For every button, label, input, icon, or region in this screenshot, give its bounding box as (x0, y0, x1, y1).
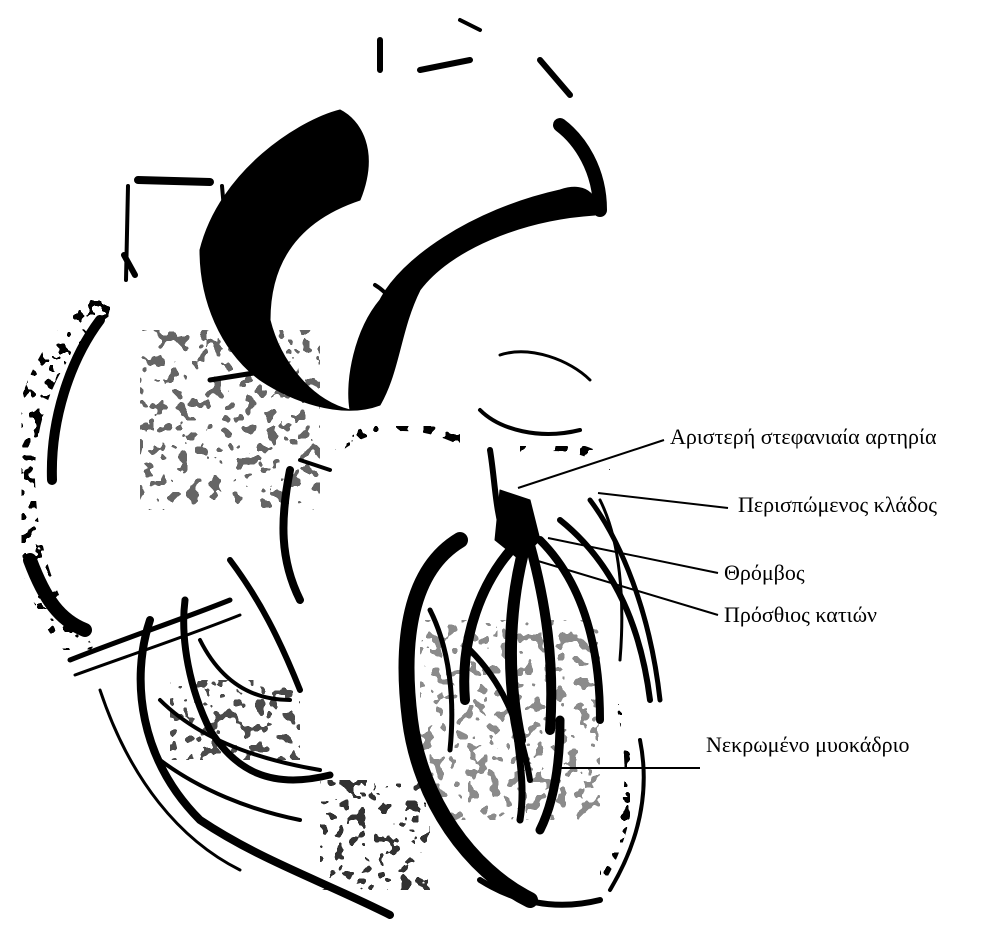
right-atrium (22, 300, 330, 650)
heart-illustration (22, 20, 660, 915)
label-anterior-descending: Πρόσθιος κατιών (724, 602, 877, 627)
label-thrombus: Θρόμβος (724, 560, 805, 585)
leader-thrombus (548, 538, 718, 573)
label-left-coronary-artery: Αριστερή στεφανιαία αρτηρία (670, 424, 937, 449)
right-ventricle (70, 470, 430, 915)
leader-circumflex-branch (598, 493, 728, 508)
label-circumflex-branch: Περισπώμενος κλάδος (738, 492, 937, 517)
label-necrotic-myocardium: Νεκρωμένο μυοκάδριο (706, 732, 910, 757)
diagram-labels: Αριστερή στεφανιαία αρτηρία Περισπώμενος… (670, 424, 937, 757)
